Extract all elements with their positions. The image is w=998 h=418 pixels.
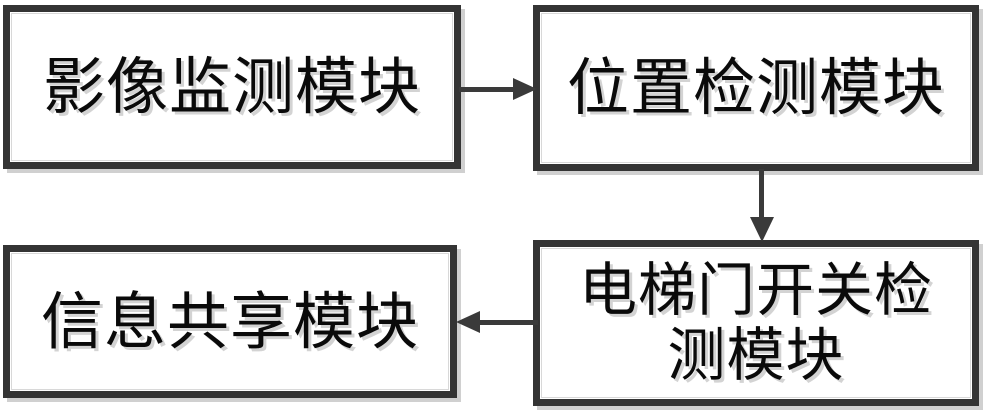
arrow-shaft [480, 320, 538, 325]
node-image-monitoring[interactable]: 影像监测模块 [3, 5, 461, 169]
arrow-image-monitoring-to-position-detection [459, 78, 539, 100]
arrow-shaft [459, 87, 517, 92]
arrow-head-down-icon [750, 217, 774, 242]
node-door-switch-detection[interactable]: 电梯门开关检 测模块 [533, 240, 979, 406]
arrow-door-switch-detection-to-info-sharing [456, 311, 538, 333]
node-info-sharing-label: 信息共享模块 [40, 284, 419, 358]
arrow-shaft [759, 169, 764, 221]
arrow-head-right-icon [513, 78, 537, 100]
node-position-detection[interactable]: 位置检测模块 [533, 5, 979, 171]
node-position-detection-label: 位置检测模块 [566, 51, 945, 125]
node-door-switch-detection-label: 电梯门开关检 测模块 [578, 256, 933, 389]
node-image-monitoring-label: 影像监测模块 [42, 50, 421, 124]
arrow-position-detection-to-door-switch-detection [750, 169, 774, 245]
node-info-sharing[interactable]: 信息共享模块 [3, 245, 457, 398]
arrow-head-left-icon [456, 311, 480, 333]
